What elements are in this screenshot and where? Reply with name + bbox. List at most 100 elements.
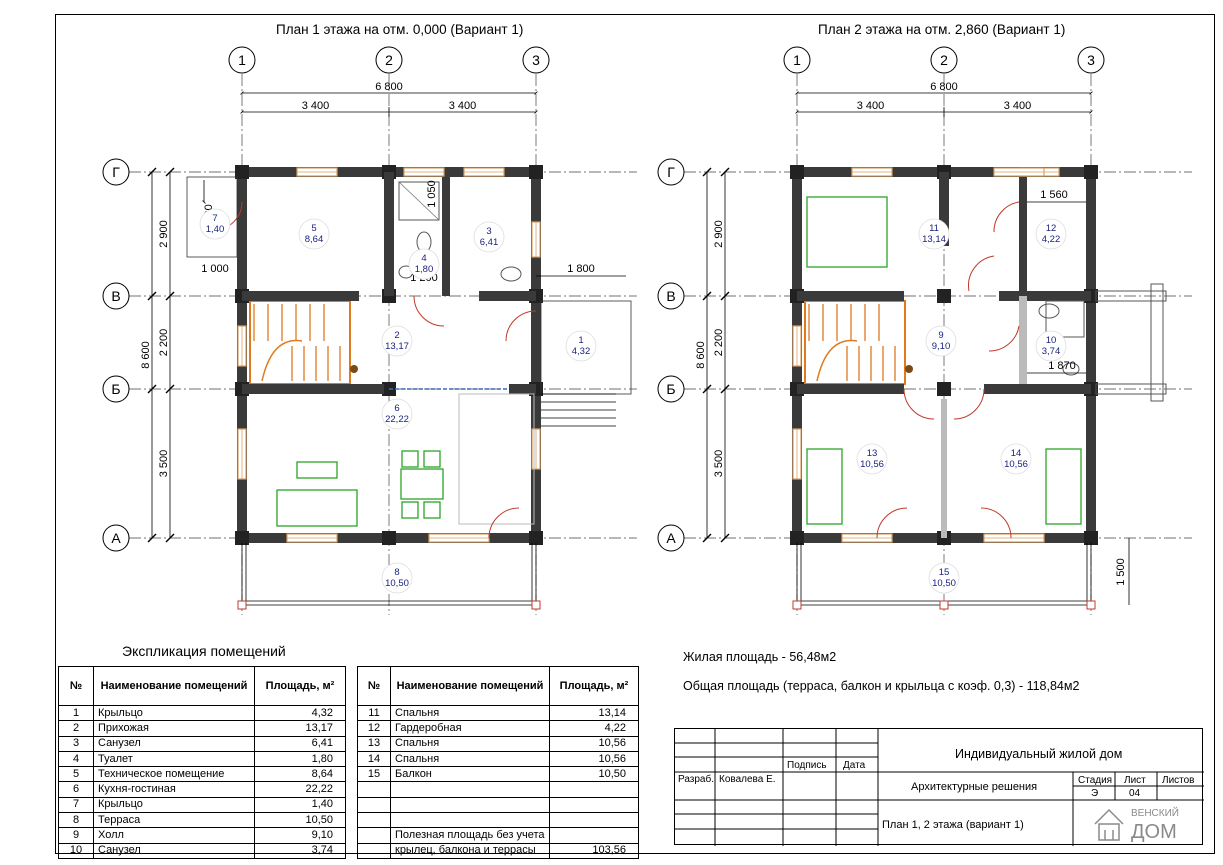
chair xyxy=(423,450,441,468)
dim-balcony: 1 500 xyxy=(1115,558,1127,586)
door-swing xyxy=(993,201,1020,233)
dim-half-width: 3 400 xyxy=(857,100,885,112)
cell-name: Холл xyxy=(93,827,255,844)
axis-label-Г: Г xyxy=(667,164,675,180)
title-block-grid xyxy=(675,729,1204,846)
kitchen-counters xyxy=(458,393,535,525)
room-area: 4,22 xyxy=(1042,234,1061,245)
terrace xyxy=(237,543,541,610)
cell-area: 22,22 xyxy=(254,781,346,798)
log-corner xyxy=(1084,165,1098,179)
room-marker xyxy=(473,221,505,253)
dim-tick xyxy=(720,167,730,177)
cell-area: 8,64 xyxy=(254,766,346,783)
axis-label-2: 2 xyxy=(385,52,393,68)
cell-n: 3 xyxy=(58,735,94,752)
table-row-empty xyxy=(357,812,639,829)
room-number: 12 xyxy=(1046,223,1057,234)
total-area-note: Общая площадь (терраса, балкон и крыльца… xyxy=(683,679,1080,693)
room-number: 8 xyxy=(394,567,399,578)
dim-total-width: 6 800 xyxy=(375,81,403,93)
axis-label-Г: Г xyxy=(112,164,120,180)
axis-bubble-1 xyxy=(228,46,256,74)
cell-empty xyxy=(357,827,391,844)
dim-tick xyxy=(720,291,730,301)
dim-tick xyxy=(165,291,175,301)
stage-header: Стадия xyxy=(1078,775,1113,786)
log-end xyxy=(1095,383,1167,395)
cell-n: 6 xyxy=(58,781,94,798)
cell-area: 10,50 xyxy=(549,766,639,783)
wall xyxy=(999,291,1091,301)
chair xyxy=(401,450,419,468)
cell-name: Туалет xyxy=(93,750,255,768)
log-post xyxy=(1150,283,1164,402)
room-area: 6,41 xyxy=(480,237,499,248)
cell-empty xyxy=(549,796,639,814)
axis-bubble-В xyxy=(102,282,130,310)
cell-n: 15 xyxy=(357,766,391,783)
axis-label-1: 1 xyxy=(793,52,801,68)
counter xyxy=(458,393,535,525)
chair xyxy=(401,501,419,519)
axis-bubble-3 xyxy=(522,46,550,74)
log-corner xyxy=(382,531,396,545)
table-row-empty xyxy=(357,781,639,798)
room-area: 8,64 xyxy=(305,234,324,245)
wall xyxy=(242,384,384,394)
axis-bubble-1 xyxy=(783,46,811,74)
axis-label-Б: Б xyxy=(666,381,675,397)
stair-post xyxy=(905,365,913,373)
dim-tick xyxy=(702,167,712,177)
useful-area-value: 103,56 xyxy=(549,842,639,859)
axis-label-2: 2 xyxy=(940,52,948,68)
room-marker xyxy=(199,208,231,240)
cell-area: 10,56 xyxy=(549,750,639,768)
cell-name: Спальня xyxy=(390,704,550,722)
dim-porch-1: 1 800 xyxy=(567,263,595,275)
room-area: 10,50 xyxy=(385,578,409,589)
log-corner xyxy=(790,165,804,179)
room-area: 4,32 xyxy=(572,346,591,357)
col-name: Наименование помещений xyxy=(93,666,255,706)
shower-tray xyxy=(398,181,440,221)
axis-bubble-Г xyxy=(102,158,130,186)
cell-area: 9,10 xyxy=(254,827,346,844)
cell-empty xyxy=(357,796,391,814)
porch-7 xyxy=(186,176,238,258)
wall xyxy=(479,291,536,301)
room-marker xyxy=(1035,330,1067,362)
dim-half-width: 3 400 xyxy=(1004,100,1032,112)
dim-ba: 3 500 xyxy=(713,450,725,478)
chair xyxy=(423,501,441,519)
room-area: 9,10 xyxy=(932,341,951,352)
room-area: 1,80 xyxy=(415,264,434,275)
cell-name: Техническое помещение xyxy=(93,766,255,783)
stair-post xyxy=(350,365,358,373)
company-logo: ВЕНСКИЙ ДОМ xyxy=(1094,806,1179,843)
wall xyxy=(797,384,904,394)
dim-tick xyxy=(720,384,730,394)
useful-area-row: Полезная площадь без учета xyxy=(357,827,639,844)
title-block: Индивидуальный жилой дом Подпись Дата Ра… xyxy=(674,728,1204,846)
room-marker xyxy=(298,218,330,250)
cell-name: Санузел xyxy=(93,735,255,752)
cell-name: Спальня xyxy=(390,735,550,752)
wall xyxy=(939,172,949,246)
living-area-note: Жилая площадь - 56,48м2 xyxy=(683,650,837,664)
sheet-name: План 1, 2 этажа (вариант 1) xyxy=(882,819,1024,831)
cell-n: 5 xyxy=(58,766,94,783)
room-marker xyxy=(918,218,950,250)
room-marker xyxy=(381,325,413,357)
axis-label-Б: Б xyxy=(111,381,120,397)
room-area: 1,40 xyxy=(206,224,225,235)
dim-vb: 2 200 xyxy=(158,329,170,357)
room-marker xyxy=(1035,218,1067,250)
sink xyxy=(500,266,522,282)
